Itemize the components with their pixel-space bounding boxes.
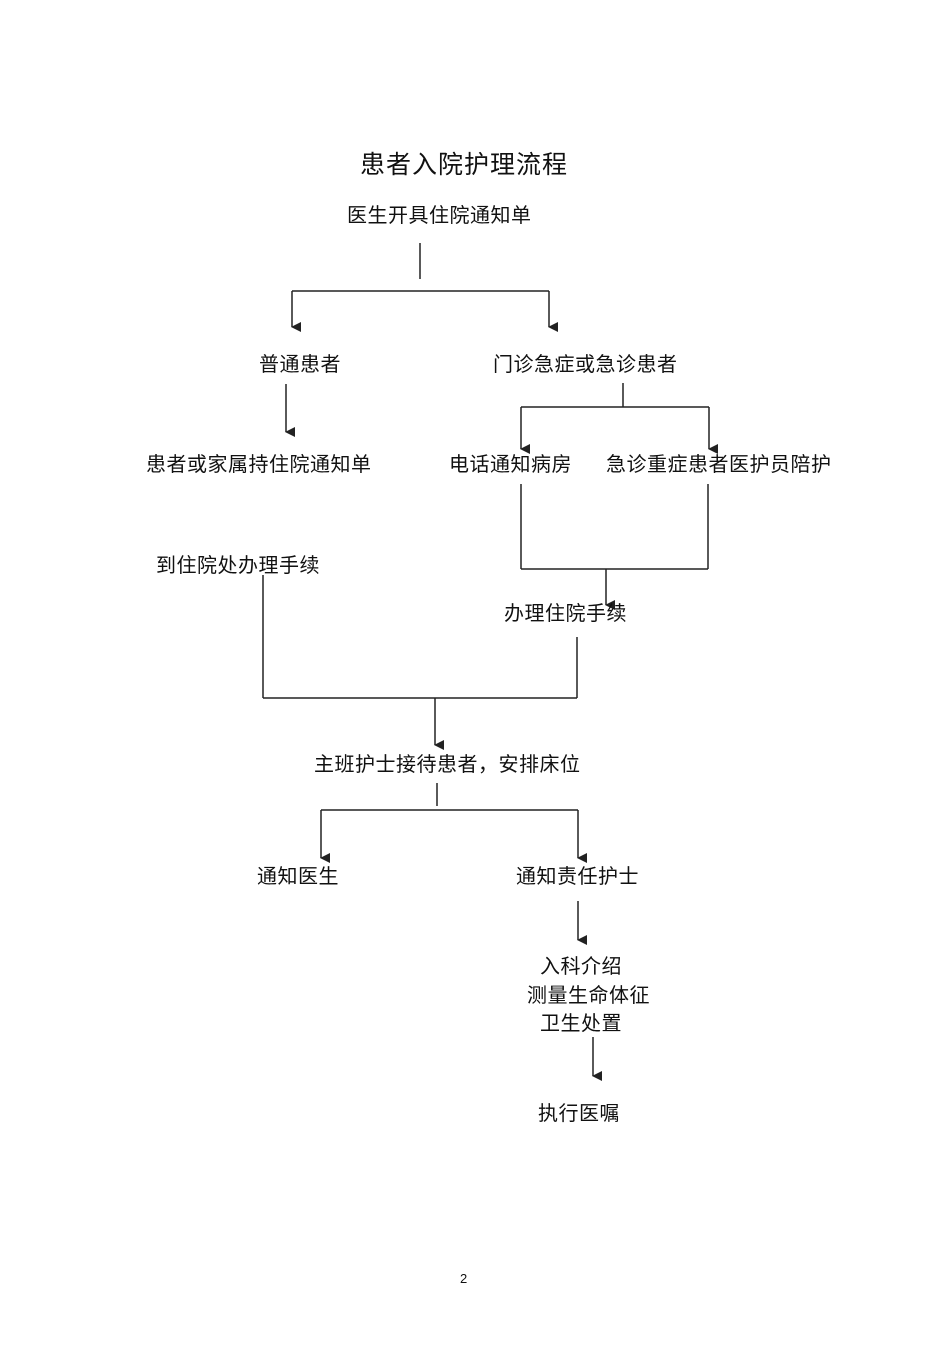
node-hygiene: 卫生处置 (540, 1011, 622, 1035)
node-emergency-patient: 门诊急症或急诊患者 (493, 352, 678, 376)
node-phone-ward: 电话通知病房 (449, 452, 572, 476)
node-family-holds-notice: 患者或家属持住院通知单 (146, 452, 372, 476)
node-notify-doctor: 通知医生 (257, 864, 339, 888)
node-admission-procedures: 办理住院手续 (504, 601, 627, 625)
node-orders: 执行医嘱 (538, 1101, 620, 1125)
node-escort: 急诊重症患者医护员陪护 (606, 452, 832, 476)
node-notify-nurse: 通知责任护士 (516, 864, 639, 888)
node-regular-patient: 普通患者 (259, 352, 341, 376)
node-intro: 入科介绍 (540, 954, 622, 978)
node-vitals: 测量生命体征 (527, 983, 650, 1007)
node-head-nurse: 主班护士接待患者，安排床位 (314, 752, 581, 776)
node-admission-office: 到住院处办理手续 (156, 553, 320, 577)
page-number: 2 (460, 1271, 468, 1286)
node-start: 医生开具住院通知单 (347, 203, 532, 227)
page-title: 患者入院护理流程 (360, 150, 569, 179)
